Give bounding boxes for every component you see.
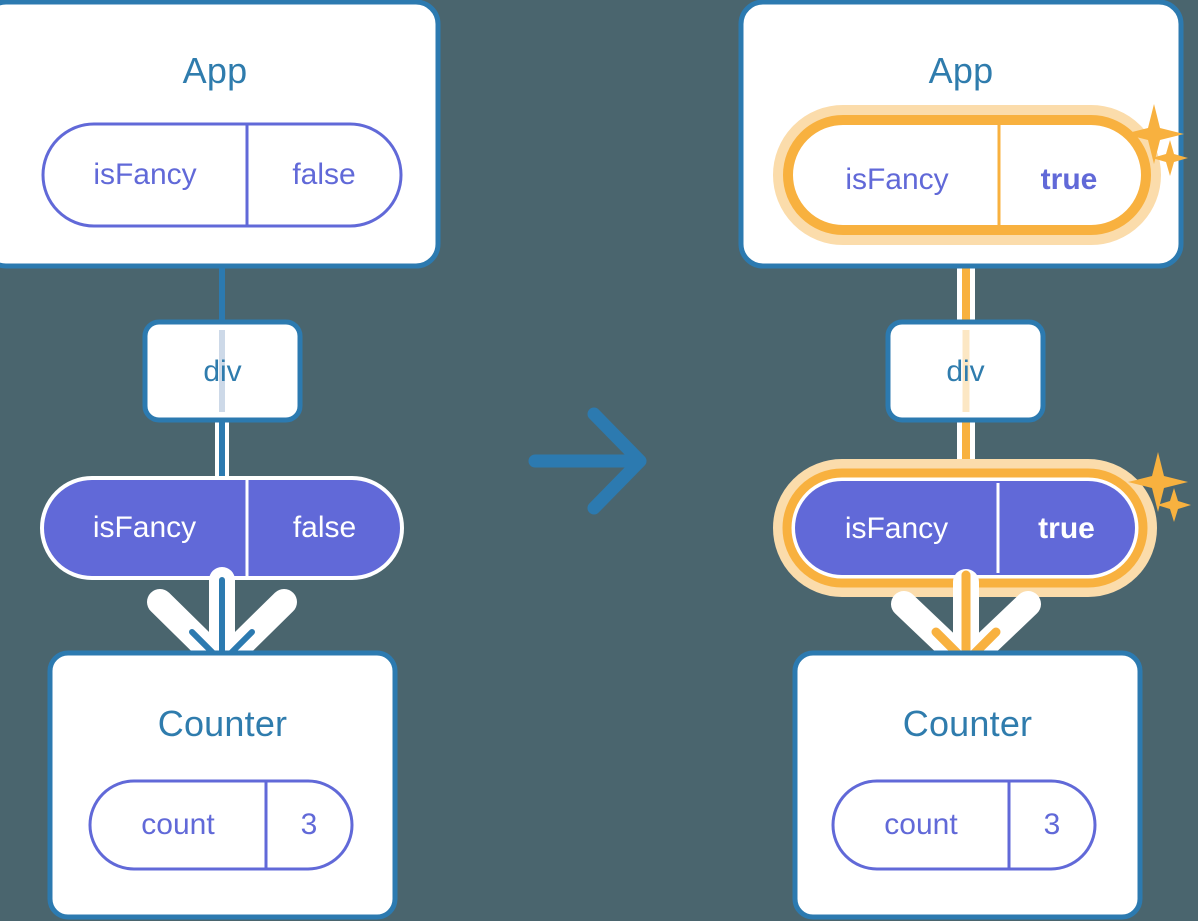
left-div-box-label: div (203, 355, 242, 388)
left-app-state-pill-name: isFancy (93, 158, 197, 191)
right-app-card-title: App (928, 50, 994, 91)
right-counter-card-title: Counter (902, 703, 1033, 744)
right-prop-pill (795, 481, 1135, 575)
right-app-state-pill-group (773, 105, 1161, 245)
left-app-card-title: App (182, 50, 248, 91)
right-prop-pill-group (773, 459, 1157, 597)
arrow-right-icon (528, 407, 647, 515)
right-app-state-pill-name: isFancy (845, 163, 949, 196)
right-counter-state-pill-name: count (884, 808, 958, 841)
left-app-state-pill-value: false (292, 158, 356, 191)
left-prop-pill-name: isFancy (92, 511, 197, 544)
right-app-state-pill-value: true (1040, 163, 1098, 196)
sparkle-icon-app (1124, 104, 1188, 176)
left-counter-card-title: Counter (157, 703, 288, 744)
right-prop-pill-name: isFancy (844, 512, 949, 545)
left-counter-state-pill-name: count (141, 808, 215, 841)
right-counter-state-pill (831, 779, 1097, 871)
right-app-state-pill-ring (783, 115, 1151, 235)
left-counter-state-pill-value: 3 (300, 808, 318, 841)
right-div-box-label: div (946, 355, 985, 388)
left-app-state-pill (41, 122, 403, 228)
right-app-state-pill-glow (773, 105, 1161, 245)
right-prop-pill-value: true (1038, 512, 1095, 545)
left-prop-pill-value: false (292, 511, 357, 544)
left-counter-state-pill (88, 779, 354, 871)
sparkle-icon-prop (1128, 452, 1191, 522)
right-counter-state-pill-value: 3 (1043, 808, 1061, 841)
